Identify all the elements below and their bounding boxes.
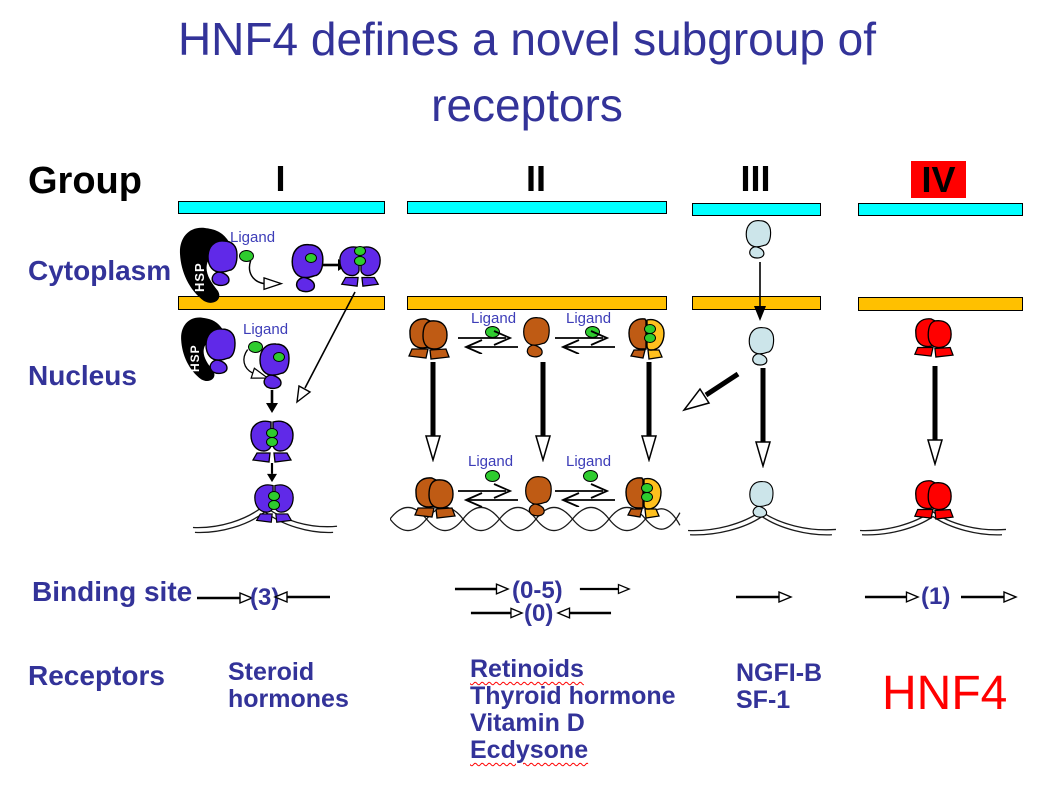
receptor-brown-dimer-on-dna-icon	[410, 475, 458, 519]
binding-site-label: Binding site	[32, 576, 193, 607]
ligand-label-I-nucleus: Ligand	[243, 321, 289, 338]
receptor-lightblue-nucleus-icon	[745, 326, 777, 368]
receptors-label: Receptors	[28, 660, 165, 691]
dissociation-arrow-icon	[243, 258, 287, 292]
receptor-name: Vitamin D	[470, 709, 585, 737]
receptor-red-dimer-on-dna-icon	[909, 478, 957, 520]
receptor-name: Thyroid hormone	[470, 682, 676, 710]
down-arrow-icon	[264, 463, 280, 483]
receptor-lightblue-on-dna-icon	[745, 480, 777, 520]
nuclear-membrane-IV	[858, 297, 1023, 311]
half-site-arrow-right-icon	[470, 606, 524, 620]
binding-spacing-II-direct: (0-5)	[512, 577, 563, 604]
ligand-label-I-cytoplasm: Ligand	[230, 229, 276, 246]
ligand-dot-icon	[268, 500, 280, 510]
plasma-membrane-III	[692, 203, 821, 216]
hsp-label-cytoplasm: HSP	[192, 262, 207, 292]
binding-spacing-IV: (1)	[921, 583, 951, 610]
ligand-dot-icon	[485, 470, 500, 482]
ligand-dot-icon	[641, 492, 653, 502]
receptor-name: hormones	[228, 685, 349, 713]
receptor-name: Retinoids	[470, 655, 584, 683]
ligand-label-II-upper-left: Ligand	[471, 310, 517, 327]
receptor-brown-monomer-icon	[518, 316, 554, 360]
dna-binding-arrow-icon	[754, 368, 772, 468]
dna-binding-arrow-icon	[534, 362, 552, 462]
plasma-membrane-II	[407, 201, 667, 214]
column-header-II: II	[525, 158, 546, 199]
receptor-brown-dimer-icon	[404, 316, 452, 360]
column-header-IV-highlighted: IV	[911, 159, 966, 200]
nuclear-membrane-II	[407, 296, 667, 310]
ligand-dot-icon	[583, 470, 598, 482]
receptor-red-dimer-icon	[909, 316, 957, 358]
ligand-dot-icon	[273, 352, 285, 362]
ligand-dot-icon	[266, 437, 278, 447]
plasma-membrane-IV	[858, 203, 1023, 216]
translocation-arrow-I	[283, 288, 361, 410]
dna-binding-arrow-icon	[424, 362, 442, 462]
equilibrium-arrows-icon	[456, 330, 520, 354]
nuclear-import-arrow-icon	[752, 262, 768, 322]
hnf4-receptor-name: HNF4	[882, 667, 1008, 720]
ligand-dot-icon	[305, 253, 317, 263]
dna-binding-arrow-icon	[640, 362, 658, 462]
half-site-arrow-right-icon	[196, 591, 254, 605]
receptor-name: SF-1	[736, 686, 791, 714]
ligand-dot-icon	[354, 256, 366, 266]
ligand-dot-icon	[644, 333, 656, 343]
ligand-dot-icon	[354, 246, 366, 256]
half-site-arrow-left-icon	[272, 590, 332, 604]
ligand-dot-icon	[248, 341, 263, 353]
half-site-arrow-right-icon	[960, 590, 1018, 604]
half-site-arrow-right-icon	[454, 582, 510, 596]
hsp-label-nucleus: HSP	[188, 344, 202, 372]
dna-binding-arrow-icon	[926, 366, 944, 466]
nuclear-membrane-I	[178, 296, 385, 310]
plasma-membrane-I	[178, 201, 385, 214]
receptor-name: Steroid	[228, 658, 315, 686]
receptor-purple-liganded-icon	[288, 242, 326, 296]
receptor-list-group2: Retinoids Thyroid hormone Vitamin D Ecdy…	[470, 656, 676, 764]
equilibrium-arrows-icon	[553, 330, 617, 354]
column-header-I: I	[275, 158, 286, 199]
slide-title: HNF4 defines a novel subgroup of recepto…	[177, 13, 877, 131]
receptor-lightblue-cytoplasm-icon	[742, 219, 774, 261]
nucleus-label: Nucleus	[28, 360, 137, 391]
ligand-label-II-lower-right: Ligand	[566, 453, 612, 470]
receptor-name: NGFI-B	[736, 659, 823, 687]
receptor-purple-liganded-icon	[256, 342, 292, 392]
receptor-brown-monomer-on-dna-icon	[520, 475, 556, 519]
half-site-arrow-right-icon	[864, 590, 920, 604]
column-header-III: III	[740, 158, 771, 199]
pointer-arrow-icon	[680, 370, 742, 414]
receptor-name: Ecdysone	[470, 736, 589, 764]
down-arrow-icon	[264, 390, 280, 414]
single-half-site-arrow-icon	[720, 590, 808, 604]
ligand-label-II-lower-left: Ligand	[468, 453, 514, 470]
ligand-label-II-upper-right: Ligand	[566, 310, 612, 327]
equilibrium-arrows-icon	[456, 483, 520, 507]
receptor-list-group3: NGFI-B SF-1	[736, 660, 822, 714]
half-site-arrow-left-icon	[556, 606, 612, 620]
ligand-dot-icon	[239, 250, 254, 262]
binding-spacing-II-inverted: (0)	[524, 600, 554, 627]
receptor-list-group1: Steroid hormones	[228, 659, 349, 713]
half-site-arrow-right-icon	[579, 582, 631, 596]
equilibrium-arrows-icon	[553, 483, 617, 507]
cytoplasm-label: Cytoplasm	[28, 255, 172, 286]
group-row-label: Group	[28, 160, 142, 202]
